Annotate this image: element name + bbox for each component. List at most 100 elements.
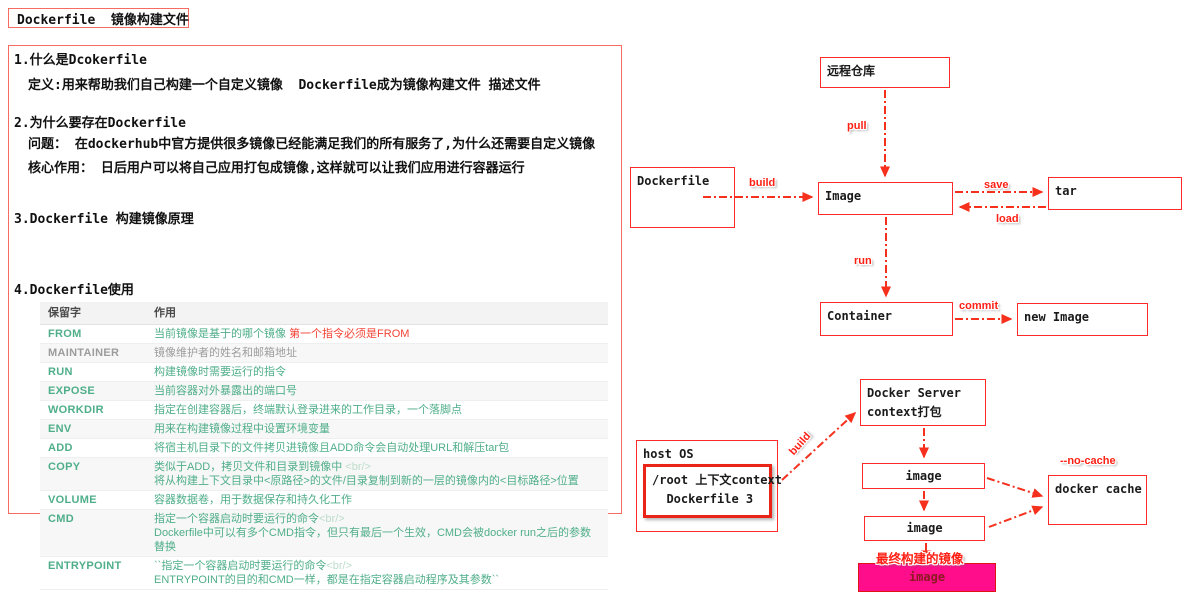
box-label: Image (825, 189, 862, 203)
page-title-text: Dockerfile 镜像构建文件 (17, 12, 189, 28)
docker-cache-box: docker cache (1048, 475, 1147, 525)
box-label: image (905, 468, 942, 483)
text-segment: ``指定一个容器启动时要运行的命令 (154, 560, 327, 572)
table-row: ADD 将宿主机目录下的文件拷贝进镜像且ADD命令会自动处理URL和解压tar包 (40, 438, 608, 458)
text-segment: ENTRYPOINT的目的和CMD一样，都是在指定容器启动程序及其参数`` (154, 574, 500, 586)
text-segment: 当前镜像是基于的哪个镜像 (154, 328, 290, 340)
table-row: VOLUME 容器数据卷，用于数据保存和持久化工作 (40, 490, 608, 510)
directive-keyword: MAINTAINER (40, 343, 146, 363)
directive-purpose: 容器数据卷，用于数据保存和持久化工作 (146, 490, 608, 510)
image-layer-1-box: image (862, 463, 985, 489)
box-label: /root 上下文context (652, 473, 782, 487)
box-label: Dockerfile (637, 174, 710, 188)
box-label: docker cache (1055, 482, 1142, 496)
column-header-purpose: 作用 (146, 302, 608, 325)
remote-repo-box: 远程仓库 (820, 57, 950, 88)
box-label: host OS (643, 447, 694, 461)
table-row: FROM 当前镜像是基于的哪个镜像 第一个指令必须是FROM (40, 324, 608, 344)
core-purpose-line: 核心作用： 日后用户可以将自己应用打包成镜像,这样就可以让我们应用进行容器运行 (28, 161, 525, 176)
table-row: ENTRYPOINT``指定一个容器启动时要运行的命令<br/>ENTRYPOI… (40, 556, 608, 590)
final-image-box: image (858, 563, 996, 592)
text-segment: 第一个指令必须是FROM (289, 328, 410, 340)
directive-keyword: ENV (40, 419, 146, 439)
context-box: /root 上下文context Dockerfile 3 (643, 464, 782, 518)
save-label: save (984, 179, 1009, 191)
heading-dockerfile-usage: 4.Dockerfile使用 (14, 283, 134, 298)
directive-keyword: WORKDIR (40, 400, 146, 420)
directive-purpose: 用来在构建镜像过程中设置环境变量 (146, 419, 608, 439)
text-segment: 当前容器对外暴露出的端口号 (154, 385, 297, 397)
dockerfile-box: Dockerfile (630, 167, 735, 228)
text-segment: 指定一个容器启动时要运行的命令 (154, 513, 319, 525)
text-segment: 用来在构建镜像过程中设置环境变量 (154, 423, 330, 435)
box-label: Dockerfile 3 (652, 492, 754, 506)
docker-server-box: Docker Server context打包 (860, 379, 986, 426)
final-image-label: 最终构建的镜像 (876, 552, 964, 566)
build-label-2: build (786, 430, 814, 458)
table-header-row: 保留字 作用 (40, 302, 608, 325)
directive-purpose: 构建镜像时需要运行的指令 (146, 362, 608, 382)
box-label: 远程仓库 (827, 64, 876, 78)
text-segment: 构建镜像时需要运行的指令 (154, 366, 286, 378)
column-header-keyword: 保留字 (40, 302, 146, 325)
text-segment: 将宿主机目录下的文件拷贝进镜像且ADD命令会自动处理URL和解压tar包 (154, 442, 510, 454)
directive-keyword: VOLUME (40, 490, 146, 510)
dockerfile-directives-table: 保留字 作用 FROM 当前镜像是基于的哪个镜像 第一个指令必须是FROM MAIN… (40, 302, 608, 590)
directive-purpose: 当前容器对外暴露出的端口号 (146, 381, 608, 401)
box-label: Docker Server (867, 386, 961, 400)
load-label: load (996, 213, 1019, 225)
page-title: Dockerfile 镜像构建文件 (8, 8, 189, 28)
text-segment: <br/> (345, 461, 371, 473)
box-label: context打包 (867, 405, 942, 419)
directive-keyword: ADD (40, 438, 146, 458)
image1-cache-arrow (986, 477, 1044, 498)
directive-keyword: COPY (40, 457, 146, 491)
no-cache-label: --no-cache (1060, 455, 1116, 467)
build-label: build (749, 177, 776, 189)
directive-purpose: 指定在创建容器后，终端默认登录进来的工作目录，一个落脚点 (146, 400, 608, 420)
box-label: image (908, 570, 946, 584)
pull-label: pull (847, 120, 867, 132)
table-row: ENV 用来在构建镜像过程中设置环境变量 (40, 419, 608, 439)
heading-why-dockerfile: 2.为什么要存在Dockerfile (14, 116, 186, 131)
directive-keyword: FROM (40, 324, 146, 344)
directive-keyword: ENTRYPOINT (40, 556, 146, 590)
box-label: Container (827, 309, 893, 323)
table-row: COPY 类似于ADD，拷贝文件和目录到镜像中 <br/> 将从构建上下文目录中<原… (40, 457, 608, 491)
directive-keyword: EXPOSE (40, 381, 146, 401)
directive-keyword: CMD (40, 509, 146, 557)
definition-line: 定义:用来帮助我们自己构建一个自定义镜像 Dockerfile成为镜像构建文件 … (28, 78, 541, 93)
heading-what-is-dockerfile: 1.什么是Dcokerfile (14, 53, 147, 68)
text-segment: 镜像维护者的姓名和邮箱地址 (154, 347, 297, 359)
problem-line: 问题： 在dockerhub中官方提供很多镜像已经能满足我们的所有服务了,为什么… (28, 137, 596, 152)
directive-purpose: 将宿主机目录下的文件拷贝进镜像且ADD命令会自动处理URL和解压tar包 (146, 438, 608, 458)
text-segment: Dockerfile中可以有多个CMD指令，但只有最后一个生效，CMD会被doc… (154, 527, 591, 553)
box-label: tar (1055, 184, 1077, 198)
commit-label: commit (959, 300, 999, 312)
image2-cache-arrow (988, 505, 1044, 528)
directive-purpose: 镜像维护者的姓名和邮箱地址 (146, 343, 608, 363)
directive-keyword: RUN (40, 362, 146, 382)
text-segment: 类似于ADD，拷贝文件和目录到镜像中 (154, 461, 346, 473)
image-layer-2-box: image (864, 516, 985, 541)
text-segment: 容器数据卷，用于数据保存和持久化工作 (154, 494, 352, 506)
directive-purpose: ``指定一个容器启动时要运行的命令<br/>ENTRYPOINT的目的和CMD一… (146, 556, 608, 590)
container-box: Container (820, 302, 953, 336)
table-row: WORKDIR 指定在创建容器后，终端默认登录进来的工作目录，一个落脚点 (40, 400, 608, 420)
image-box: Image (818, 182, 953, 215)
directive-purpose: 指定一个容器启动时要运行的命令<br/>Dockerfile中可以有多个CMD指… (146, 509, 608, 557)
tar-box: tar (1048, 177, 1182, 210)
box-label: image (906, 521, 943, 535)
text-segment: 将从构建上下文目录中<原路径>的文件/目录复制到新的一层的镜像内的<目标路径>位… (154, 475, 579, 487)
text-segment: 指定在创建容器后，终端默认登录进来的工作目录，一个落脚点 (154, 404, 462, 416)
table-row: RUN 构建镜像时需要运行的指令 (40, 362, 608, 382)
table-row: MAINTAINER 镜像维护者的姓名和邮箱地址 (40, 343, 608, 363)
box-label: new Image (1024, 310, 1090, 324)
table-row: EXPOSE 当前容器对外暴露出的端口号 (40, 381, 608, 401)
heading-build-principle: 3.Dockerfile 构建镜像原理 (14, 212, 194, 227)
run-label: run (854, 255, 872, 267)
new-image-box: new Image (1017, 303, 1148, 336)
directive-purpose: 类似于ADD，拷贝文件和目录到镜像中 <br/> 将从构建上下文目录中<原路径>的… (146, 457, 608, 491)
